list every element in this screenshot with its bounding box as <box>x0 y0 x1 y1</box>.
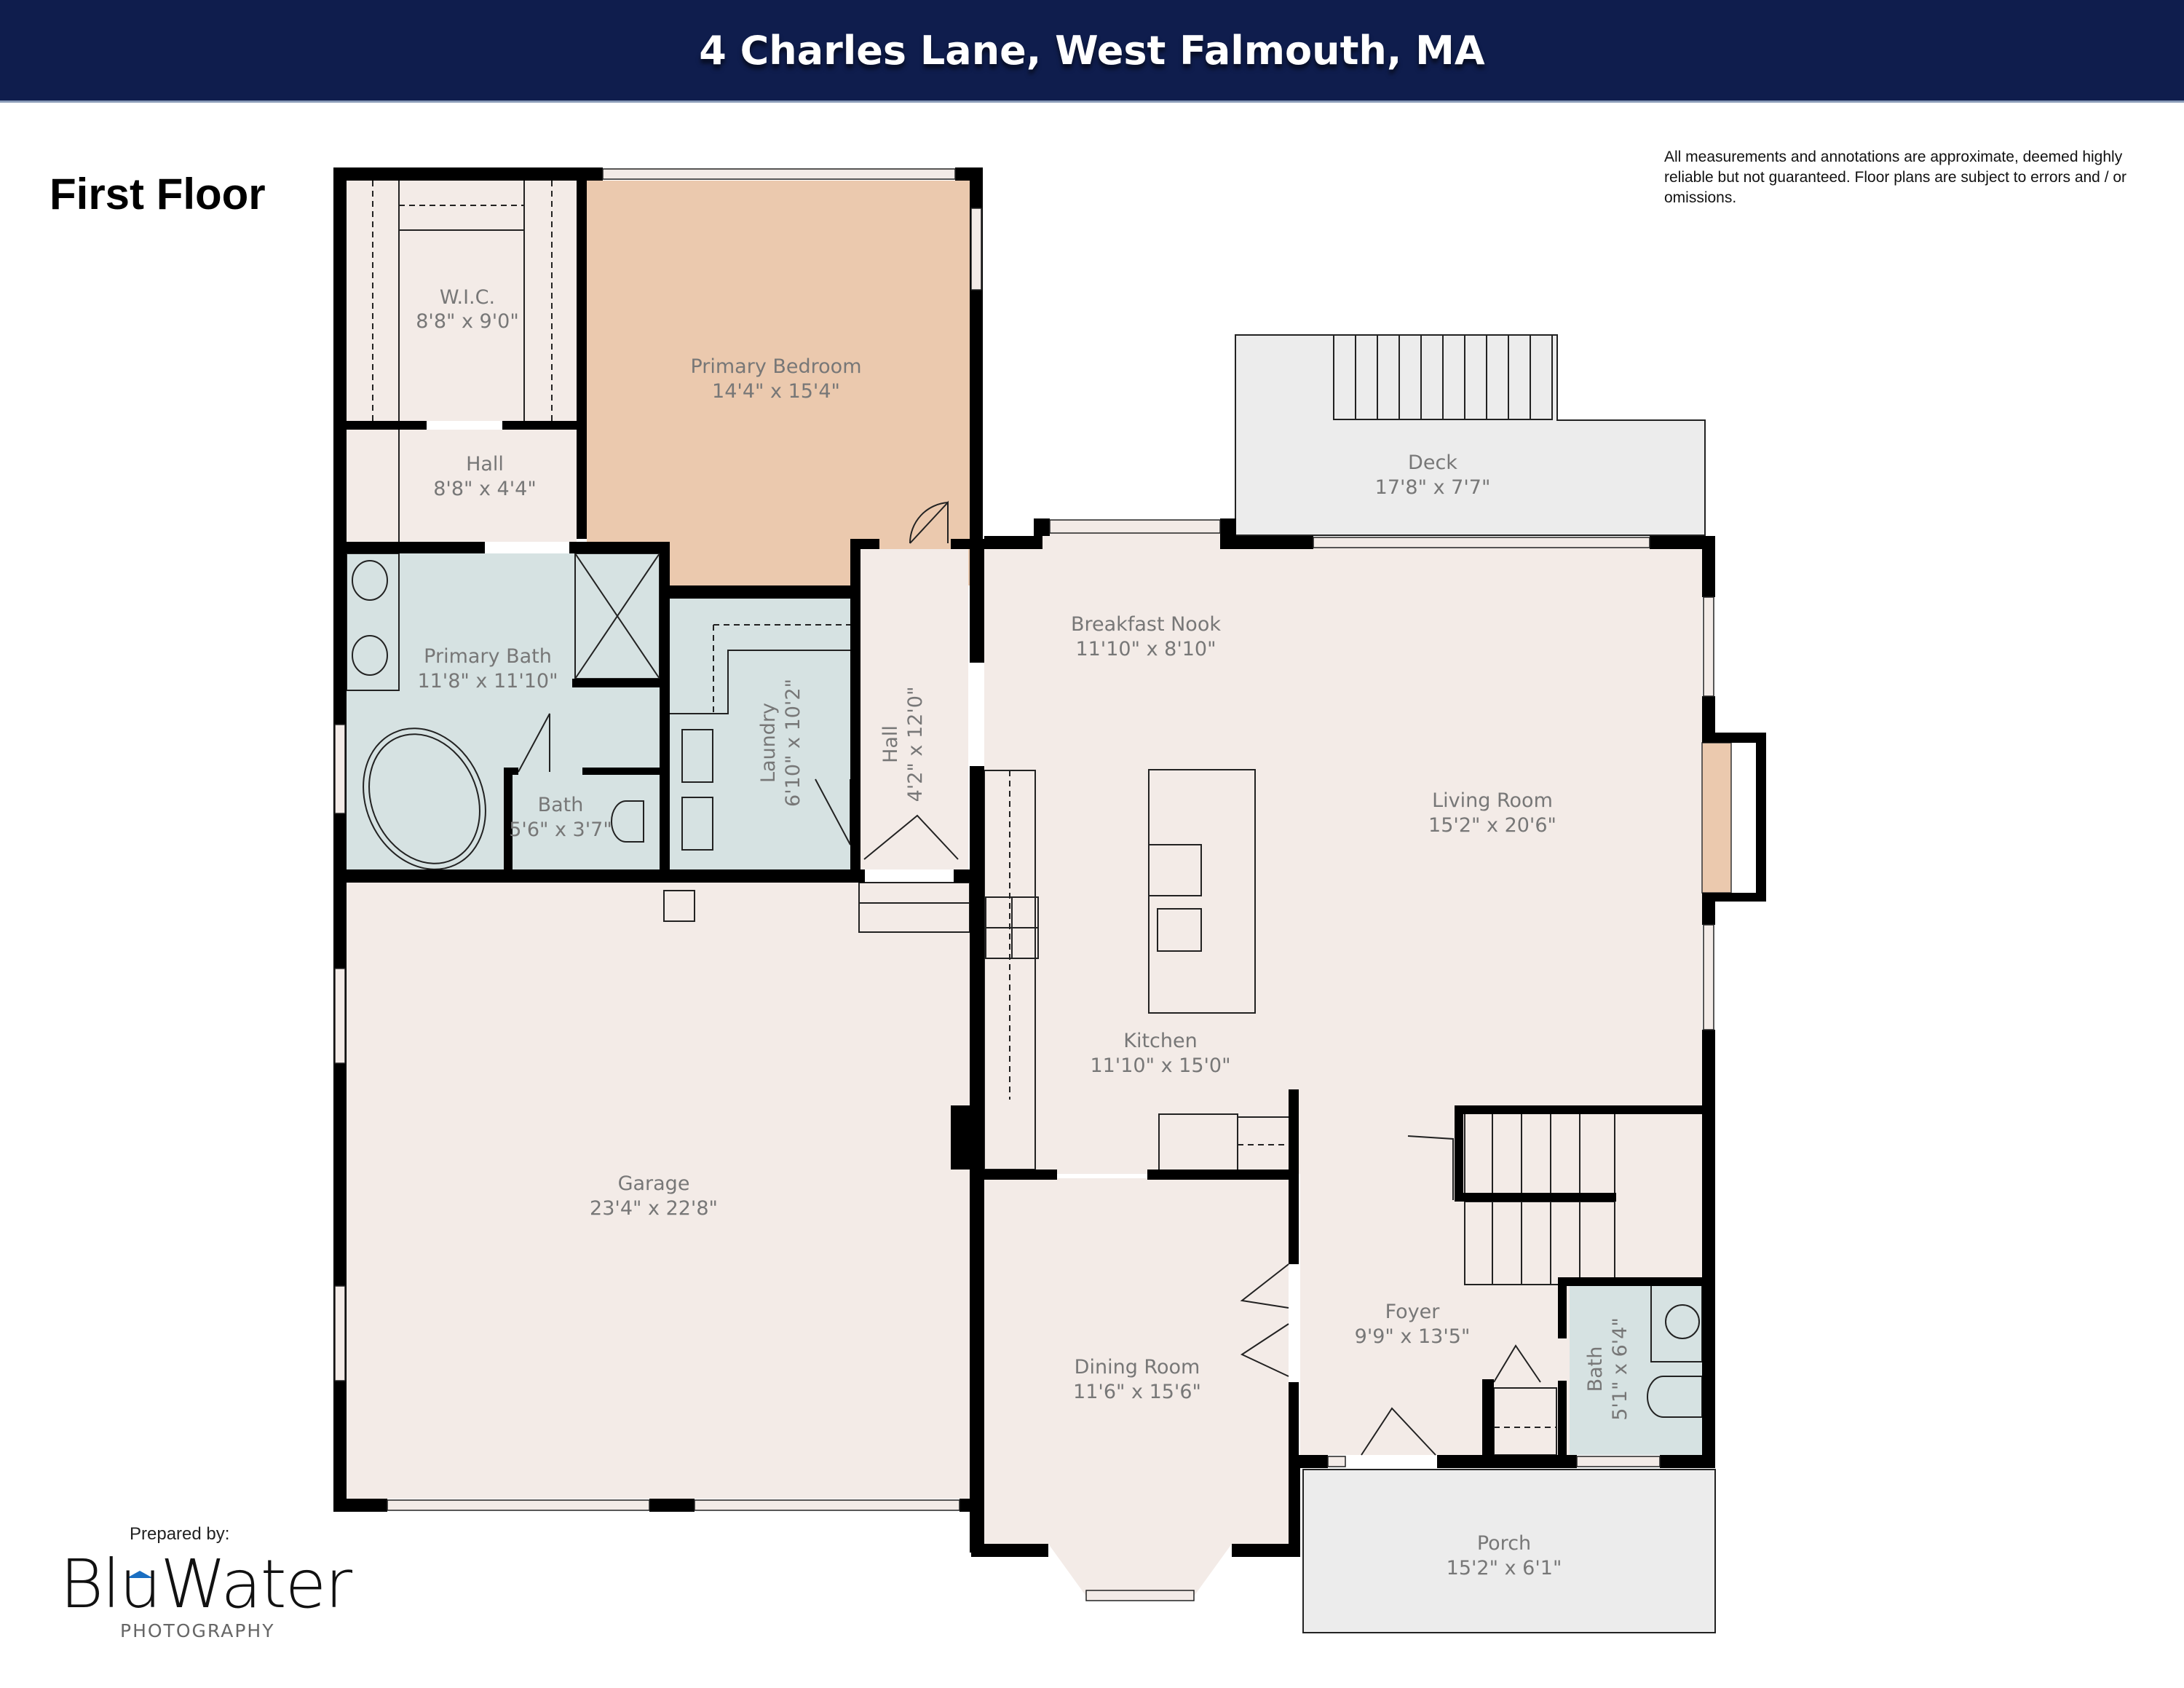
room-name-garage: Garage <box>618 1172 690 1195</box>
hall-upper-floor <box>347 430 577 542</box>
brand-roof-icon <box>127 1571 153 1578</box>
bath-small-floor <box>514 773 660 869</box>
room-dims-kitchen: 11'10" x 15'0" <box>1090 1054 1230 1077</box>
room-dims-wic: 8'8" x 9'0" <box>416 310 519 333</box>
room-name-kitchen: Kitchen <box>1123 1030 1197 1052</box>
brand-subtitle: PHOTOGRAPHY <box>120 1620 275 1641</box>
room-dims-dining-room: 11'6" x 15'6" <box>1073 1381 1201 1403</box>
room-name-foyer: Foyer <box>1385 1301 1441 1323</box>
room-dims-garage: 23'4" x 22'8" <box>590 1197 718 1220</box>
room-dims-laundry: 6'10" x 10'2" <box>782 679 804 807</box>
floor-label: First Floor <box>50 170 266 218</box>
room-name-porch: Porch <box>1477 1532 1531 1555</box>
fireplace <box>1701 742 1732 894</box>
room-dims-deck: 17'8" x 7'7" <box>1375 476 1491 499</box>
fixtures <box>346 181 1703 1456</box>
laundry-floor <box>670 599 850 869</box>
room-name-bath-half: Bath <box>1584 1346 1607 1392</box>
disclaimer-text: All measurements and annotations are app… <box>1664 149 2127 206</box>
room-dims-bath-half: 5'1" x 6'4" <box>1609 1317 1631 1421</box>
bath-half-floor <box>1570 1283 1702 1455</box>
room-name-primary-bedroom: Primary Bedroom <box>690 355 861 378</box>
room-labels: W.I.C. 8'8" x 9'0" Hall 8'8" x 4'4" Prim… <box>416 286 1631 1579</box>
room-dims-hall-side: 4'2" x 12'0" <box>904 687 927 802</box>
room-dims-primary-bedroom: 14'4" x 15'4" <box>712 380 840 403</box>
deck-floor <box>1235 334 1706 536</box>
room-name-deck: Deck <box>1408 451 1457 474</box>
room-name-bath-small: Bath <box>538 794 584 816</box>
windows <box>334 168 1714 1601</box>
prepared-by-label: Prepared by: <box>130 1524 230 1544</box>
room-fills <box>347 181 1732 1633</box>
garage-floor <box>347 883 970 1499</box>
room-name-primary-bath: Primary Bath <box>424 645 552 668</box>
dining-floor <box>984 1178 1289 1596</box>
hall-side-floor <box>860 549 968 869</box>
primary-bedroom-floor <box>587 181 970 585</box>
room-name-hall-side: Hall <box>879 725 902 763</box>
room-name-dining-room: Dining Room <box>1075 1356 1200 1379</box>
room-dims-living-room: 15'2" x 20'6" <box>1428 814 1556 837</box>
brand-logo-text: BluWater <box>60 1545 352 1623</box>
room-dims-hall-upper: 8'8" x 4'4" <box>433 478 537 500</box>
room-name-living-room: Living Room <box>1432 789 1553 812</box>
room-dims-porch: 15'2" x 6'1" <box>1447 1557 1562 1579</box>
room-dims-primary-bath: 11'8" x 11'10" <box>417 670 558 693</box>
room-name-wic: W.I.C. <box>440 286 495 309</box>
room-name-laundry: Laundry <box>757 703 780 783</box>
header-bar: 4 Charles Lane, West Falmouth, MA <box>0 0 2184 103</box>
porch-floor <box>1302 1469 1716 1633</box>
room-dims-bath-small: 5'6" x 3'7" <box>509 819 612 841</box>
property-address-title: 4 Charles Lane, West Falmouth, MA <box>699 27 1485 74</box>
room-dims-breakfast-nook: 11'10" x 8'10" <box>1075 638 1216 660</box>
room-name-hall-upper: Hall <box>466 453 504 476</box>
room-dims-foyer: 9'9" x 13'5" <box>1355 1325 1471 1348</box>
wic-floor <box>347 181 577 421</box>
room-name-breakfast-nook: Breakfast Nook <box>1071 613 1221 636</box>
